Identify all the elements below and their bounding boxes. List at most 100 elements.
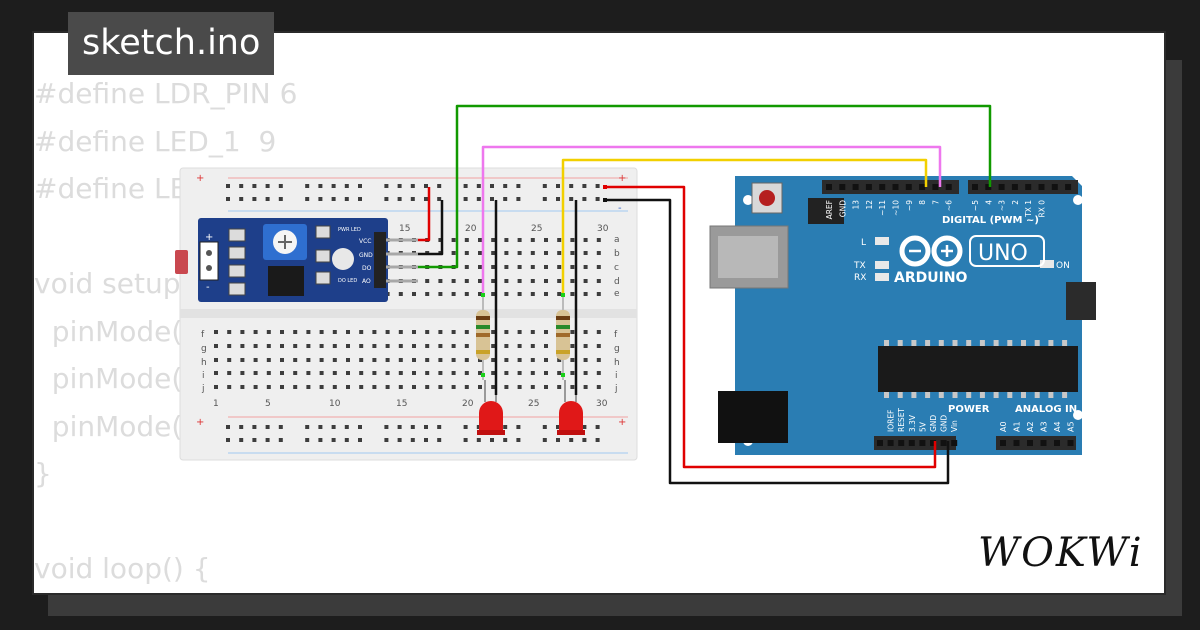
analog-label: ANALOG IN — [1015, 404, 1077, 415]
power-pin-label: 3.3V — [908, 414, 917, 432]
ldr-module[interactable]: + - PWR LED DO LED VCC GND DO AO — [175, 218, 418, 302]
led-label-rx: RX — [854, 273, 866, 283]
row-label: f — [614, 330, 618, 340]
svg-text:+: + — [205, 232, 213, 243]
digital-pin-label: ~6 — [945, 200, 954, 211]
row-label: i — [615, 371, 618, 381]
pin-label-vcc: VCC — [359, 238, 371, 245]
row-label: g — [201, 344, 207, 354]
wire-red[interactable] — [605, 185, 937, 469]
rail-minus-label: - — [618, 203, 622, 214]
led-l — [875, 237, 889, 245]
row-label: g — [614, 344, 620, 354]
digital-header-pins[interactable] — [826, 184, 1072, 190]
wire-black[interactable] — [605, 198, 950, 485]
row-label: e — [614, 289, 620, 299]
pin-label-do: DO — [362, 265, 372, 272]
wire-pink[interactable] — [481, 145, 942, 295]
digital-pin-label: RX 0 — [1038, 200, 1047, 218]
atmega-chip — [878, 346, 1078, 392]
digital-header-right[interactable] — [968, 180, 1078, 194]
analog-pin-label: A1 — [1013, 421, 1022, 432]
digital-pin-label: ~5 — [971, 200, 980, 211]
column-label: 15 — [396, 399, 407, 409]
arduino-brand-text: ARDUINO — [894, 270, 968, 286]
digital-pin-label: ~9 — [905, 200, 914, 211]
row-label: c — [614, 263, 619, 273]
row-label: a — [614, 235, 620, 245]
digital-pin-label: ~11 — [878, 200, 887, 216]
rail-plus-label: + — [196, 417, 204, 428]
led-label-l: L — [861, 238, 866, 248]
pin-label-ao: AO — [362, 278, 371, 285]
arduino-infinity-logo-icon — [899, 235, 963, 267]
row-label: h — [614, 358, 620, 368]
wire-red-vcc[interactable] — [418, 187, 431, 242]
column-label: 5 — [265, 399, 271, 409]
row-label: h — [201, 358, 207, 368]
power-pin-label: RESET — [897, 408, 906, 432]
resistor-2[interactable] — [556, 295, 570, 380]
power-pin-label: GND — [929, 415, 938, 432]
comparator-chip — [268, 266, 304, 296]
power-pin-label: Vin — [950, 420, 959, 432]
code-line: void loop() { — [34, 552, 211, 585]
digital-header-label: DIGITAL (PWM ~) — [942, 215, 1039, 226]
wokwi-logo: WOKWi — [978, 530, 1144, 576]
icsp-header — [808, 198, 844, 224]
column-label: 30 — [597, 224, 609, 234]
column-label: 25 — [531, 224, 542, 234]
arduino-model-text: UNO — [978, 241, 1028, 266]
led-label-tx: TX — [853, 261, 866, 271]
digital-pin-label: AREF — [825, 200, 834, 219]
analog-pin-label: A3 — [1040, 421, 1049, 432]
do-led-label: DO LED — [338, 278, 357, 284]
analog-header[interactable] — [996, 436, 1076, 450]
power-pin-label: 5V — [918, 421, 927, 432]
row-label: j — [201, 384, 205, 394]
rail-plus-label: + — [618, 417, 626, 428]
power-pin-label: GND — [940, 415, 949, 432]
wire-endpoints — [481, 185, 607, 377]
row-label: b — [614, 249, 620, 259]
led-on — [1040, 260, 1054, 268]
column-label: 10 — [329, 399, 341, 409]
power-pin-label: IOREF — [887, 410, 896, 432]
wire-black-gnd[interactable] — [418, 200, 444, 256]
column-label: 20 — [465, 224, 477, 234]
analog-pin-label: A4 — [1053, 421, 1062, 432]
resistor-1[interactable] — [476, 295, 490, 380]
wires[interactable] — [418, 104, 992, 485]
pwr-led — [332, 248, 354, 270]
power-jack — [718, 391, 788, 443]
row-label: j — [614, 384, 618, 394]
icsp2-header — [1066, 282, 1096, 320]
digital-pin-label: 2 — [1011, 200, 1020, 205]
rail-plus-label: + — [618, 173, 626, 184]
led-rx — [875, 273, 889, 281]
wire-yellow[interactable] — [561, 158, 928, 295]
wire-green[interactable] — [418, 104, 992, 269]
column-label: 25 — [528, 399, 539, 409]
column-label: 30 — [596, 399, 608, 409]
digital-pin-label: GND — [838, 200, 847, 217]
analog-pin-label: A0 — [999, 421, 1008, 432]
rail-plus-label: + — [196, 173, 204, 184]
wokwi-logo-text: WOKWi — [978, 530, 1144, 576]
sketch-filename-tab[interactable]: sketch.ino — [68, 12, 275, 75]
pin-label-gnd: GND — [359, 252, 373, 259]
digital-pin-label: 13 — [852, 200, 861, 210]
digital-pin-label: TX 1 — [1024, 200, 1033, 218]
column-label: 20 — [462, 399, 474, 409]
digital-pin-label: 7 — [931, 200, 940, 205]
column-label: 15 — [399, 224, 410, 234]
digital-pin-label: 8 — [918, 200, 927, 205]
bottom-header-pins[interactable] — [877, 440, 1074, 446]
analog-pin-label: A2 — [1026, 421, 1035, 432]
svg-text:-: - — [206, 282, 210, 293]
code-line: } — [34, 457, 52, 490]
led-tx — [875, 261, 889, 269]
pwr-led-label: PWR LED — [338, 227, 361, 233]
